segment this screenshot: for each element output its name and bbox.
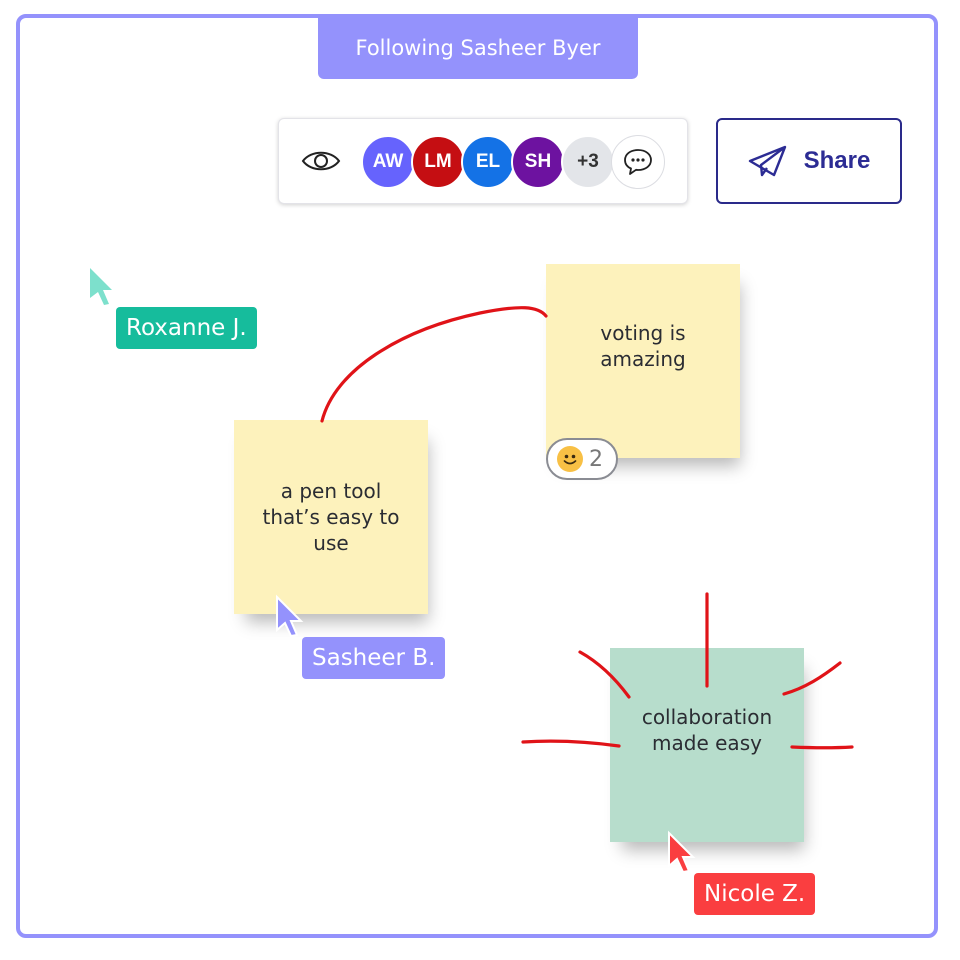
sticky-note-voting[interactable]: voting is amazing [546, 264, 740, 458]
sticky-note-text: collaboration made easy [641, 705, 773, 755]
sticky-note-collaboration[interactable]: collaboration made easy [610, 648, 804, 842]
cursor-nicole-icon [668, 830, 696, 874]
avatar-initials: LM [424, 151, 452, 172]
following-banner-text: Following Sasheer Byer [355, 36, 601, 60]
collaborator-label-roxanne: Roxanne J. [116, 307, 257, 349]
sticky-note-pen-tool[interactable]: a pen tool that’s easy to use [234, 420, 428, 614]
collaborator-name: Sasheer B. [312, 645, 436, 671]
cursor-roxanne-icon [90, 268, 112, 305]
avatar-initials: EL [475, 151, 501, 172]
share-button[interactable]: Share [716, 118, 902, 204]
sticky-note-text: a pen tool that’s easy to use [262, 479, 400, 555]
collaborator-label-sasheer: Sasheer B. [302, 637, 446, 679]
paper-plane-icon [748, 145, 786, 177]
collaborator-name: Roxanne J. [126, 315, 247, 341]
canvas-frame [16, 14, 938, 938]
share-label: Share [803, 147, 871, 174]
cursor-sasheer-icon [276, 594, 304, 638]
comment-button[interactable] [611, 135, 665, 189]
comment-icon [624, 149, 652, 175]
more-count: +3 [577, 151, 599, 172]
reaction-badge[interactable]: 2 [546, 438, 618, 480]
avatar-aw[interactable]: AW [361, 135, 415, 189]
avatar-el[interactable]: EL [461, 135, 515, 189]
avatar-lm[interactable]: LM [411, 135, 465, 189]
collaborator-label-nicole: Nicole Z. [694, 873, 816, 915]
more-collaborators-button[interactable]: +3 [561, 135, 615, 189]
following-banner[interactable]: Following Sasheer Byer [318, 17, 638, 79]
collaborator-name: Nicole Z. [704, 881, 806, 907]
avatar-initials: SH [524, 151, 552, 172]
avatar-sh[interactable]: SH [511, 135, 565, 189]
smiley-icon [557, 446, 583, 472]
reaction-count: 2 [589, 446, 603, 472]
eye-icon[interactable] [301, 149, 341, 173]
presence-bar: AW LM EL SH +3 [278, 118, 688, 204]
avatar-initials: AW [372, 151, 404, 172]
sticky-note-text: voting is amazing [600, 321, 686, 371]
